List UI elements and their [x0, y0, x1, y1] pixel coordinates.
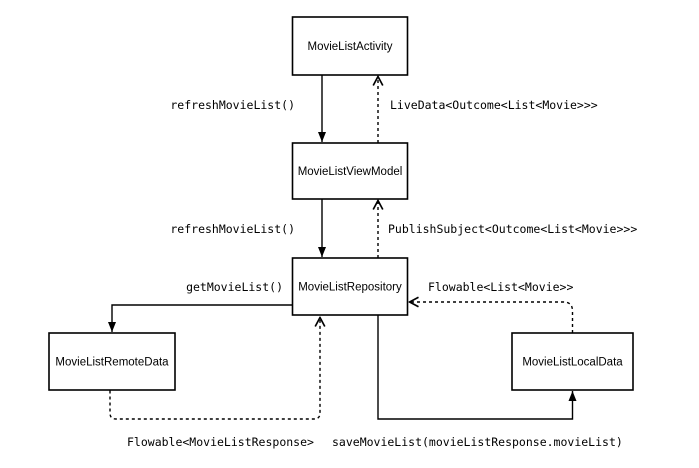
node-box-localdata: [511, 332, 634, 391]
nodes-layer: MovieListActivity MovieListViewModel Mov…: [48, 16, 634, 391]
edge-repository-to-viewmodel: PublishSubject<Outcome<List<Movie>>>: [378, 201, 637, 258]
edge-line-getmovielist: [108, 304, 293, 332]
edge-line-savemovielist: [377, 315, 577, 420]
edge-label-livedata: LiveData<Outcome<List<Movie>>>: [390, 98, 598, 112]
edge-remotedata-to-repository: Flowable<MovieListResponse>: [109, 318, 320, 449]
node-movielistlocaldata: MovieListLocalData: [511, 332, 634, 391]
node-movielistremotedata: MovieListRemoteData: [48, 332, 176, 391]
node-box-remotedata: [48, 332, 176, 391]
node-label-activity: MovieListActivity: [308, 41, 393, 53]
edges-layer: refreshMovieList() LiveData<Outcome<List…: [108, 74, 637, 449]
node-label-viewmodel: MovieListViewModel: [298, 166, 403, 178]
edge-line-flowable-list-movie: [410, 302, 574, 333]
edge-label-flowable-list-movie: Flowable<List<Movie>>: [428, 280, 573, 294]
node-label-repository: MovieListRepository: [298, 282, 402, 294]
edge-viewmodel-to-repository: refreshMovieList(): [170, 199, 326, 257]
edge-line-flowable-response: [109, 318, 320, 420]
edge-repository-to-localdata: saveMovieList(movieListResponse.movieLis…: [332, 315, 623, 449]
edge-activity-to-viewmodel: refreshMovieList(): [170, 74, 326, 142]
edge-label-getmovielist: getMovieList(): [186, 280, 283, 294]
edge-label-refresh-top: refreshMovieList(): [170, 98, 295, 112]
edge-label-savemovielist: saveMovieList(movieListResponse.movieLis…: [332, 435, 623, 449]
edge-label-refresh-mid: refreshMovieList(): [170, 222, 295, 236]
node-label-localdata: MovieListLocalData: [522, 357, 623, 369]
node-label-remotedata: MovieListRemoteData: [55, 357, 169, 369]
node-box-activity: [291, 16, 409, 76]
edge-repository-to-remotedata: getMovieList(): [108, 280, 293, 332]
node-box-viewmodel: [291, 142, 409, 200]
node-movielistrepository: MovieListRepository: [291, 257, 409, 316]
node-movielistviewmodel: MovieListViewModel: [291, 142, 409, 200]
edge-viewmodel-to-activity: LiveData<Outcome<List<Movie>>>: [378, 77, 598, 143]
node-box-repository: [291, 257, 409, 316]
edge-label-publishsubject: PublishSubject<Outcome<List<Movie>>>: [388, 222, 637, 236]
edge-localdata-to-repository: Flowable<List<Movie>>: [410, 280, 574, 333]
edge-label-flowable-response: Flowable<MovieListResponse>: [127, 435, 314, 449]
node-movielistactivity: MovieListActivity: [291, 16, 409, 76]
